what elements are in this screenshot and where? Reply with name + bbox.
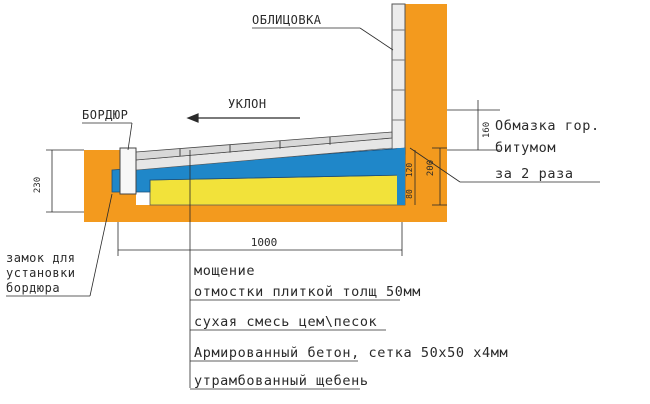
dim-width: 1000 bbox=[251, 236, 278, 249]
label-coating-3: за 2 раза bbox=[495, 166, 574, 182]
layer-item: отмостки плиткой толщ 50мм bbox=[194, 284, 421, 300]
leader-lock-arrow bbox=[89, 193, 113, 297]
layer-list: мощение отмостки плиткой толщ 50мм сухая… bbox=[190, 263, 508, 390]
leader-cladding-arrow bbox=[359, 27, 394, 51]
leader-curb-arrow bbox=[127, 122, 133, 151]
dim-left-height: 230 bbox=[33, 177, 43, 193]
layer-item: Армированный бетон, сетка 50x50 x4мм bbox=[194, 345, 508, 361]
dimension-right bbox=[414, 100, 500, 206]
curb bbox=[119, 147, 137, 195]
dim-layer-a: 120 bbox=[405, 163, 414, 178]
dim-layer-b: 80 bbox=[405, 189, 414, 199]
dim-wall-depth: 200 bbox=[426, 160, 436, 176]
wall-waterproofing bbox=[397, 148, 405, 205]
cladding-layer bbox=[391, 3, 406, 155]
label-slope: УКЛОН bbox=[228, 97, 267, 111]
label-lock-3: бордюра bbox=[6, 281, 60, 295]
label-coating-2: битумом bbox=[495, 140, 556, 156]
label-lock-2: установки bbox=[6, 266, 76, 280]
dimension-width bbox=[117, 222, 403, 256]
label-cladding: ОБЛИЦОВКА bbox=[252, 13, 322, 27]
label-curb: БОРДЮР bbox=[82, 108, 128, 122]
dim-coating-height: 160 bbox=[482, 122, 492, 138]
layer-item: сухая смесь цем\песок bbox=[194, 314, 377, 330]
label-coating-1: Обмазка гор. bbox=[495, 118, 600, 134]
label-lock-1: замок для bbox=[6, 251, 76, 265]
leader-coating-arrow bbox=[409, 147, 461, 183]
slope-arrow bbox=[186, 113, 300, 123]
layer-item: утрамбованный щебень bbox=[194, 373, 369, 389]
dimension-left-height bbox=[46, 149, 84, 213]
wall-and-curb bbox=[84, 4, 447, 222]
layer-item: мощение bbox=[194, 263, 255, 279]
wall-footing-base bbox=[132, 205, 447, 222]
